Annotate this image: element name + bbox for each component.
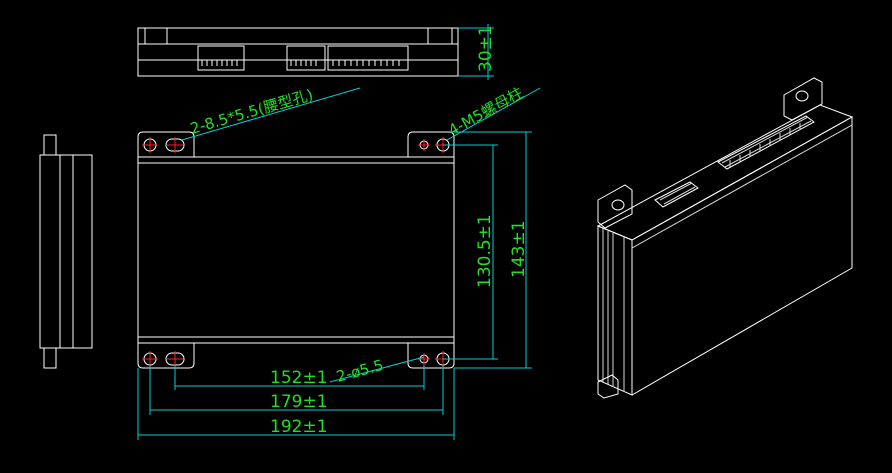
- dim-overall-h: 192±1: [270, 417, 328, 437]
- dimensions-horizontal: 152±1 179±1 192±1: [137, 365, 455, 440]
- iso-connector-large: [717, 115, 815, 170]
- front-view: [137, 131, 455, 369]
- connector-right: [327, 45, 409, 71]
- connector-left: [197, 45, 245, 71]
- dimensions-vertical: 130.5±1 143±1: [443, 131, 532, 369]
- isometric-view: [596, 77, 854, 399]
- iso-connector-small: [654, 181, 699, 208]
- note-round-holes: 2-ø5.5: [334, 356, 385, 386]
- dim-hole-span-h: 152±1: [270, 368, 328, 388]
- connector-middle: [286, 45, 326, 71]
- note-slot-holes: 2-8.5*5.5(腰型孔): [188, 86, 315, 138]
- dim-hole-span-v: 130.5±1: [475, 214, 495, 288]
- note-studs: 4-M5螺母柱: [445, 84, 526, 140]
- dim-height-side: 30±1: [476, 25, 496, 72]
- top-view: 30±1: [137, 24, 496, 80]
- left-side-view: [39, 134, 93, 369]
- dim-mid-span-h: 179±1: [270, 392, 328, 412]
- dim-overall-v: 143±1: [509, 220, 529, 278]
